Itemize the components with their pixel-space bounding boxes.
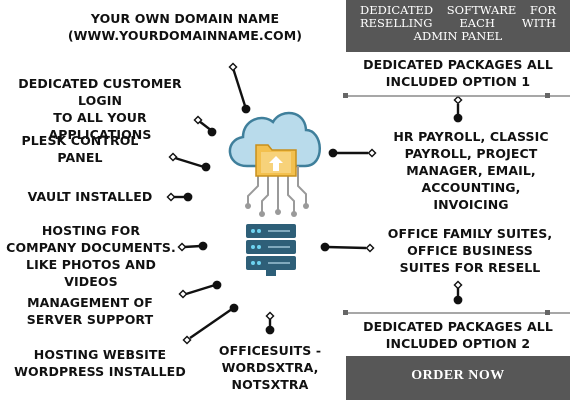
connector-line bbox=[231, 67, 248, 110]
connector-dot bbox=[198, 241, 208, 251]
connector-diamond bbox=[228, 62, 238, 72]
divider-end bbox=[545, 310, 550, 315]
connector-dot bbox=[212, 280, 222, 290]
connector-diamond bbox=[178, 289, 188, 299]
option1-apps: HR PAYROLL, CLASSIC PAYROLL, PROJECT MAN… bbox=[393, 129, 549, 212]
connector-dot bbox=[265, 325, 275, 335]
connector-line bbox=[189, 308, 233, 339]
divider-end bbox=[545, 93, 550, 98]
feature-wordpress: HOSTING WEBSITE WORDPRESS INSTALLED bbox=[14, 347, 186, 379]
office-suites-resell: OFFICE FAMILY SUITES, OFFICE BUSINESS SU… bbox=[387, 226, 553, 275]
connector-diamond bbox=[367, 148, 377, 158]
divider-end bbox=[343, 93, 348, 98]
order-now-button[interactable]: ORDER NOW bbox=[411, 368, 505, 383]
connector-line bbox=[183, 244, 202, 249]
feature-officesuits: OFFICESUITS - WORDSXTRA, NOTSXTRA bbox=[218, 343, 322, 392]
order-panel[interactable]: ORDER NOW bbox=[346, 356, 570, 400]
connector-diamond bbox=[365, 243, 375, 253]
feature-customer-login: DEDICATED CUSTOMER LOGIN TO ALL YOUR APP… bbox=[18, 76, 182, 142]
connector-dot bbox=[183, 192, 193, 202]
connector-diamond bbox=[168, 152, 178, 162]
connector-dot bbox=[207, 127, 217, 137]
cloud-upload-icon bbox=[228, 111, 321, 217]
connector-diamond bbox=[177, 242, 187, 252]
feature-plesk: PLESK CONTROL PANEL bbox=[21, 133, 139, 165]
connector-diamond bbox=[193, 115, 203, 125]
connector-diamond bbox=[182, 335, 192, 345]
server-icon bbox=[246, 224, 296, 276]
software-header-panel: DEDICATED SOFTWARE FOR RESELLING EACH WI… bbox=[346, 0, 570, 52]
software-header: DEDICATED SOFTWARE FOR RESELLING EACH WI… bbox=[360, 3, 556, 43]
divider-end bbox=[343, 310, 348, 315]
connector-dot bbox=[328, 148, 338, 158]
connector-dot bbox=[453, 295, 463, 305]
connector-dot bbox=[453, 113, 463, 123]
feature-domain: YOUR OWN DOMAIN NAME (WWW.YOURDOMAINNAME… bbox=[67, 11, 303, 43]
connector-dot bbox=[201, 162, 211, 172]
option2-title: DEDICATED PACKAGES ALL INCLUDED OPTION 2 bbox=[363, 319, 553, 351]
feature-server-support: MANAGEMENT OF SERVER SUPPORT bbox=[26, 295, 154, 327]
connector-diamond bbox=[453, 280, 463, 290]
connector-dot bbox=[241, 104, 251, 114]
connector-line bbox=[326, 245, 367, 250]
feature-hosting-docs: HOSTING FOR COMPANY DOCUMENTS. LIKE PHOT… bbox=[6, 223, 176, 289]
connector-diamond bbox=[453, 95, 463, 105]
connector-diamond bbox=[166, 192, 176, 202]
feature-vault: VAULT INSTALLED bbox=[27, 189, 153, 204]
connector-dot bbox=[229, 303, 239, 313]
option1-title: DEDICATED PACKAGES ALL INCLUDED OPTION 1 bbox=[363, 57, 553, 89]
connector-diamond bbox=[265, 311, 275, 321]
connector-line bbox=[185, 283, 216, 296]
connector-dot bbox=[320, 242, 330, 252]
connector-line bbox=[174, 156, 205, 169]
